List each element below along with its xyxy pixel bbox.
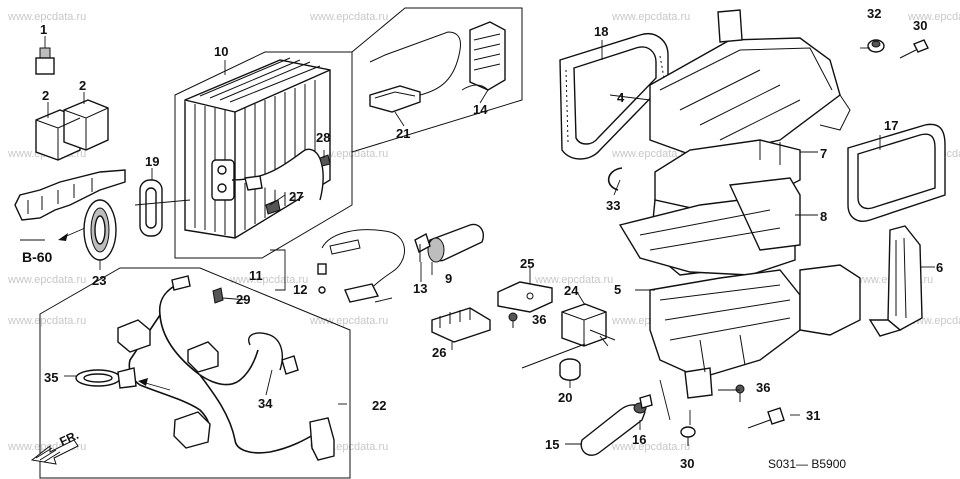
part-1-fuse[interactable] (35, 36, 55, 75)
part-16-clip[interactable] (639, 394, 653, 409)
part-11-thermostat[interactable] (317, 229, 405, 303)
label-part-14: 14 (473, 102, 488, 117)
label-part-8: 8 (820, 209, 827, 224)
label-part-15: 15 (545, 437, 559, 452)
part-21-thermistor[interactable] (369, 31, 461, 113)
label-part-10: 10 (214, 44, 228, 59)
group-frames (39, 7, 523, 479)
label-part-12: 12 (293, 282, 307, 297)
label-part-25: 25 (520, 256, 534, 271)
label-part-31: 31 (806, 408, 820, 423)
label-part-30: 30 (680, 456, 694, 471)
part-17-seal[interactable] (847, 123, 946, 222)
label-part-4: 4 (617, 90, 625, 105)
label-part-17: 17 (884, 118, 898, 133)
label-part-7: 7 (820, 146, 827, 161)
arrow-icon (138, 378, 148, 386)
label-part-30: 30 (913, 18, 927, 33)
label-part-26: 26 (432, 345, 446, 360)
part-2-relays[interactable] (35, 92, 109, 161)
label-part-29: 29 (236, 292, 250, 307)
label-part-24: 24 (564, 283, 579, 298)
label-part-22: 22 (372, 398, 386, 413)
label-part-36: 36 (532, 312, 546, 327)
part-36-screw[interactable] (508, 312, 518, 328)
part-23-grommet[interactable] (83, 199, 117, 261)
label-part-1: 1 (40, 22, 47, 37)
label-part-2: 2 (42, 88, 49, 103)
label-part-13: 13 (413, 281, 427, 296)
watermark: www.epcdata.ru (534, 274, 613, 286)
watermark: www.epcdata.ru (7, 315, 86, 327)
label-part-28: 28 (316, 130, 330, 145)
label-part-19: 19 (145, 154, 159, 169)
watermark: www.epcdata.ru (7, 11, 86, 23)
part-33-clip[interactable] (607, 167, 623, 191)
part-8-case-section[interactable] (618, 177, 801, 276)
part-20-fitting[interactable] (559, 358, 581, 381)
arrow-icon (58, 233, 68, 241)
label-part-2: 2 (79, 78, 86, 93)
label-part-32: 32 (867, 6, 881, 21)
part-32-nut[interactable] (867, 39, 885, 53)
front-direction-arrow: FR. (30, 428, 81, 465)
part-26-connector[interactable] (431, 307, 491, 343)
label-part-5: 5 (614, 282, 621, 297)
part-14-bracket[interactable] (461, 21, 506, 91)
label-part-6: 6 (936, 260, 943, 275)
part-19-grommet[interactable] (139, 179, 163, 237)
part-number-labels: 1 2 2 10 19 28 27 23 21 14 11 12 13 9 29… (40, 6, 943, 471)
part-22-wire-harness[interactable] (117, 275, 335, 461)
part-35-band[interactable] (75, 367, 137, 389)
part-36-screw-right[interactable] (735, 384, 745, 402)
part-25-bracket[interactable] (497, 281, 553, 313)
leader-lines (64, 40, 935, 445)
part-30-bolt-bottom[interactable] (680, 426, 696, 446)
part-5-blower-case[interactable] (649, 264, 861, 399)
label-part-11: 11 (249, 268, 263, 283)
part-30-bolt-top[interactable] (899, 39, 929, 59)
watermark: www.epcdata.ru (309, 315, 388, 327)
part-10-evaporator[interactable] (184, 57, 331, 239)
watermark: www.epcdata.ru (309, 11, 388, 23)
part-4-upper-case[interactable] (649, 9, 851, 159)
label-part-20: 20 (558, 390, 572, 405)
label-part-9: 9 (445, 271, 452, 286)
relay-bracket (14, 169, 126, 241)
diagram-code: S031— B5900 (768, 457, 846, 471)
label-part-21: 21 (396, 126, 410, 141)
watermark: www.epcdata.ru (7, 274, 86, 286)
part-13-clip[interactable] (414, 232, 431, 262)
leader-line (141, 381, 171, 391)
part-6-cover[interactable] (868, 225, 923, 337)
watermark: www.epcdata.ru (907, 11, 960, 23)
label-part-18: 18 (594, 24, 608, 39)
label-part-35: 35 (44, 370, 58, 385)
watermark: www.epcdata.ru (611, 441, 690, 453)
part-27-clip[interactable] (265, 199, 281, 215)
watermark: www.epcdata.ru (611, 11, 690, 23)
label-part-34: 34 (258, 396, 273, 411)
part-34-clip[interactable] (248, 332, 283, 371)
part-29-clip[interactable] (212, 287, 224, 304)
label-part-36: 36 (756, 380, 770, 395)
label-part-23: 23 (92, 273, 106, 288)
part-9-sensor-cover[interactable] (427, 223, 484, 263)
ref-b60-label: B-60 (22, 249, 53, 265)
leader-line (134, 199, 191, 206)
label-part-27: 27 (289, 189, 303, 204)
label-part-16: 16 (632, 432, 646, 447)
part-31-bolt[interactable] (747, 407, 785, 429)
part-24-motor[interactable] (521, 303, 616, 369)
part-28-clip[interactable] (319, 154, 331, 167)
watermark: www.epcdata.ru (229, 274, 308, 286)
watermark: www.epcdata.ru (611, 148, 690, 160)
label-part-33: 33 (606, 198, 620, 213)
